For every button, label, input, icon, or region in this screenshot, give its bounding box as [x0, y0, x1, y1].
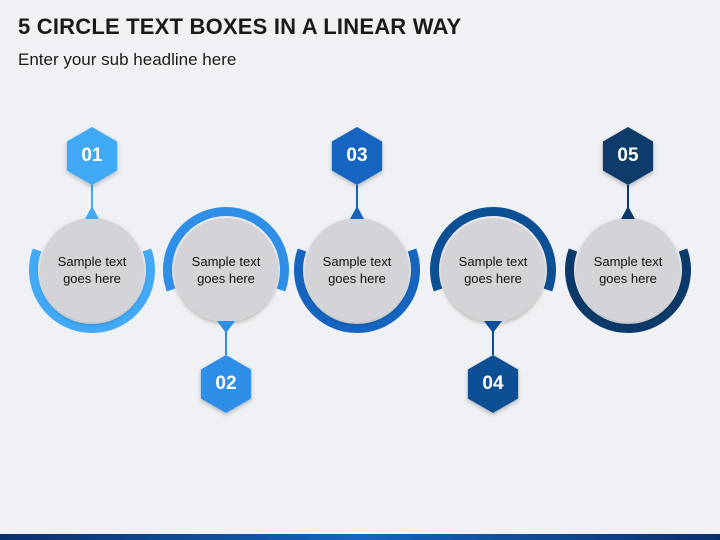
number-hexagon-4	[467, 355, 519, 413]
step-number-1: 01	[81, 145, 103, 166]
step-number-3: 03	[346, 145, 368, 166]
step-number-5: 05	[617, 145, 639, 166]
ring-arc-1	[29, 248, 155, 333]
step-text-line1-5: Sample text	[593, 254, 663, 269]
ring-arc-2	[163, 207, 289, 292]
pointer-triangle-1	[85, 206, 99, 219]
pointer-triangle-3	[350, 206, 364, 219]
step-text-line2-2: goes here	[197, 271, 255, 286]
pointer-triangle-5	[621, 206, 635, 219]
step-text-1: Sample text goes here	[37, 253, 147, 287]
step-text-2: Sample text goes here	[171, 253, 281, 287]
number-hexagon-1	[66, 127, 118, 185]
text-circle-1	[40, 218, 144, 322]
bottom-accent-bar	[0, 534, 720, 540]
step-number-2: 02	[215, 373, 237, 394]
ring-arc-3	[294, 248, 420, 333]
step-text-line1-2: Sample text	[191, 254, 261, 269]
text-circle-3	[305, 218, 409, 322]
step-text-line1-3: Sample text	[322, 254, 392, 269]
pointer-triangle-4	[484, 321, 502, 333]
number-hexagon-5	[602, 127, 654, 185]
page-title: 5 CIRCLE TEXT BOXES IN A LINEAR WAY	[18, 14, 462, 39]
step-text-line2-1: goes here	[63, 271, 121, 286]
step-text-line2-3: goes here	[328, 271, 386, 286]
step-text-4: Sample text goes here	[438, 253, 548, 287]
text-circle-4	[441, 218, 545, 322]
step-number-4: 04	[482, 373, 504, 394]
text-circle-2	[174, 218, 278, 322]
pointer-triangle-2	[217, 321, 235, 333]
step-text-5: Sample text goes here	[573, 253, 683, 287]
step-text-3: Sample text goes here	[302, 253, 412, 287]
number-hexagon-3	[331, 127, 383, 185]
text-circle-5	[576, 218, 680, 322]
ring-arc-5	[565, 248, 691, 333]
ring-arc-4	[430, 207, 556, 292]
step-text-line2-4: goes here	[464, 271, 522, 286]
page-subtitle: Enter your sub headline here	[18, 50, 237, 69]
number-hexagon-2	[200, 355, 252, 413]
step-text-line1-1: Sample text	[57, 254, 127, 269]
step-text-line2-5: goes here	[599, 271, 657, 286]
step-text-line1-4: Sample text	[458, 254, 528, 269]
